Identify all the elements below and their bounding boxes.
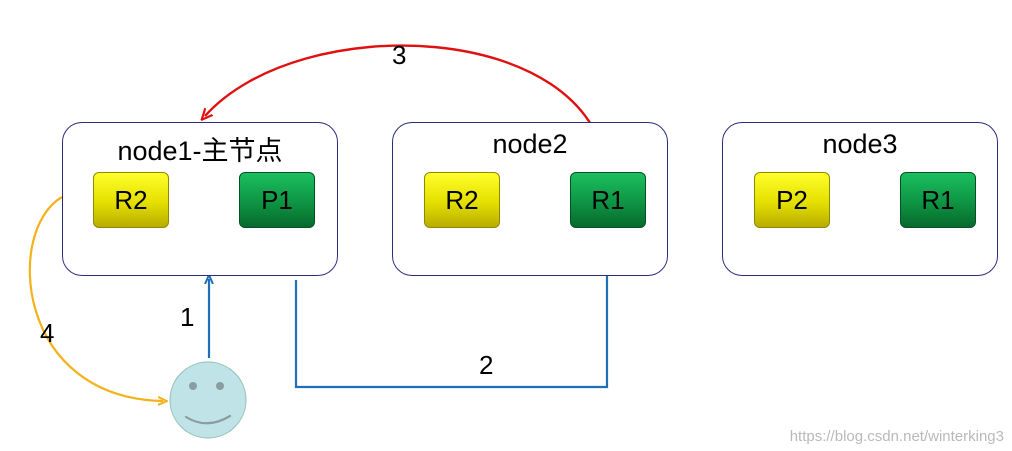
node1-title: node1-主节点 [117, 136, 283, 166]
node2-box: node2 R2 R1 [392, 122, 668, 276]
arrow-step-4 [28, 196, 163, 401]
node3-shard-r1: R1 [900, 172, 976, 228]
step-3-label: 3 [392, 40, 407, 70]
node2-shard-r2: R2 [424, 172, 500, 228]
node2-title: node2 [492, 129, 568, 159]
node1-shard-p1: P1 [239, 172, 315, 228]
arrow-step-3 [205, 44, 609, 172]
node3-box: node3 P2 R1 [722, 122, 998, 276]
node3-title: node3 [822, 129, 898, 159]
watermark-text: https://blog.csdn.net/winterking3 [789, 428, 1004, 445]
step-4-label: 4 [40, 318, 55, 348]
node1-shard-r2: R2 [93, 172, 169, 228]
node2-shard-r1: R1 [570, 172, 646, 228]
node3-shard-p2: P2 [754, 172, 830, 228]
node1-box: node1-主节点 R2 P1 [62, 122, 338, 276]
arrow-step-2 [294, 236, 607, 389]
step-2-label: 2 [479, 350, 494, 380]
step-1-label: 1 [180, 302, 195, 332]
